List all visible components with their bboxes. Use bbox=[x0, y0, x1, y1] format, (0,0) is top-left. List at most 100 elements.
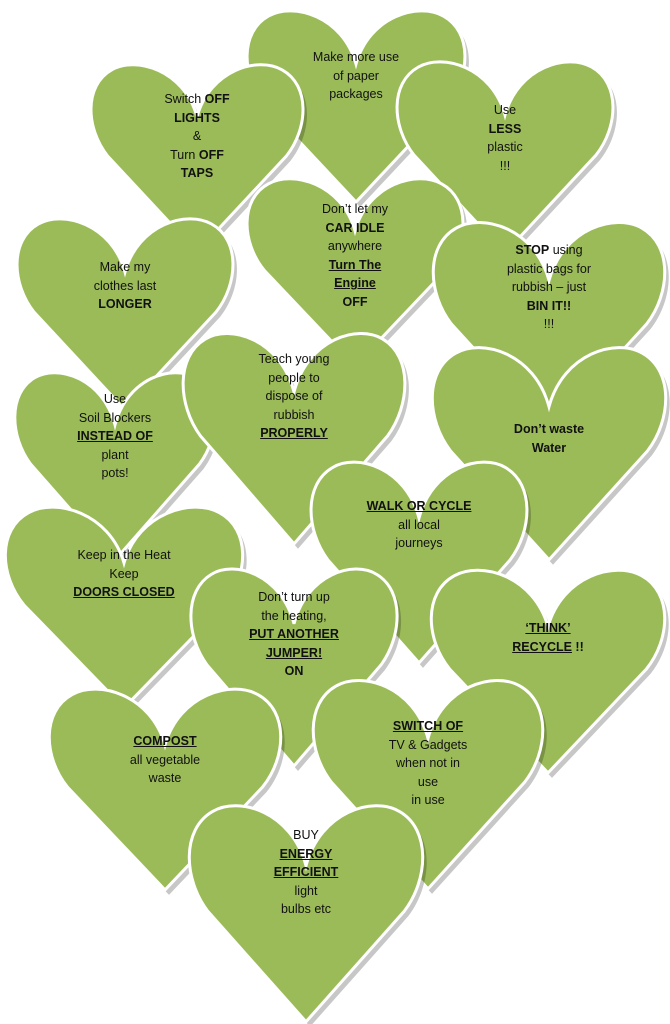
text-segment: the heating, bbox=[261, 608, 327, 623]
heart-text-line: plastic bags for bbox=[430, 260, 668, 279]
text-segment: rubbish – just bbox=[511, 280, 587, 294]
heart-text: WALK OR CYCLE all local journeys bbox=[308, 497, 530, 553]
heart-text-line: PUT ANOTHER bbox=[188, 625, 400, 644]
heart-text-line: Switch OFF bbox=[88, 90, 306, 109]
heart-text-line: Soil Blockers bbox=[12, 409, 218, 428]
heart-text-line: Keep in the Heat bbox=[2, 546, 246, 565]
text-segment: ENERGY bbox=[279, 846, 333, 861]
text-segment: all local bbox=[398, 517, 440, 532]
text-segment: use bbox=[417, 774, 439, 789]
text-segment: journeys bbox=[395, 536, 443, 550]
heart-shape bbox=[430, 346, 670, 565]
heart-text-line: BUY bbox=[186, 826, 426, 845]
heart-fill bbox=[181, 332, 407, 547]
text-segment: JUMPER! bbox=[265, 645, 323, 660]
heart-text-line: rubbish – just bbox=[430, 278, 668, 297]
heart-text-line: Don’t let my bbox=[244, 200, 466, 219]
heart-text-line: anywhere bbox=[244, 237, 466, 256]
text-segment: Teach young bbox=[258, 352, 330, 366]
text-segment: Use bbox=[493, 103, 517, 117]
text-segment: & bbox=[192, 129, 202, 143]
heart-text-line: TAPS bbox=[88, 164, 306, 183]
heart-text-line: clothes last bbox=[14, 277, 236, 296]
heart-text-line: Use bbox=[12, 390, 218, 409]
heart-text-line: Don’t turn up bbox=[188, 588, 400, 607]
text-segment: Turn bbox=[170, 147, 199, 162]
heart-shape bbox=[189, 567, 402, 771]
heart-text-line: all vegetable bbox=[46, 751, 284, 770]
heart-text-line: SWITCH OF bbox=[310, 717, 546, 736]
text-segment: LONGER bbox=[98, 297, 152, 311]
heart-text-line: BIN IT!! bbox=[430, 297, 668, 316]
text-segment: INSTEAD OF bbox=[77, 429, 153, 443]
heart-text-line: packages bbox=[244, 85, 468, 104]
heart-text-line: plant bbox=[12, 446, 218, 465]
text-segment: dispose of bbox=[265, 389, 323, 403]
text-segment: plastic bags for bbox=[506, 261, 592, 276]
heart-text-line: all local bbox=[308, 516, 530, 535]
heart-text-line: Water bbox=[429, 439, 669, 458]
heart-shape bbox=[47, 687, 285, 895]
heart-fill bbox=[245, 9, 467, 205]
heart-text-line: Use bbox=[394, 101, 616, 120]
heart-shape bbox=[311, 678, 547, 894]
text-segment: packages bbox=[329, 87, 383, 101]
heart-text-line: Make my bbox=[14, 258, 236, 277]
text-segment: Don’t waste bbox=[513, 422, 585, 436]
text-segment: rubbish bbox=[273, 407, 315, 422]
text-segment: WALK OR CYCLE bbox=[366, 499, 472, 513]
heart-text-line: WALK OR CYCLE bbox=[308, 497, 530, 516]
heart-shape bbox=[309, 460, 531, 668]
text-segment: LESS bbox=[488, 121, 522, 136]
heart-text-line: & bbox=[88, 127, 306, 146]
heart-think-recycle: ‘THINK’RECYCLE !! bbox=[428, 563, 669, 778]
heart-text-line: light bbox=[186, 882, 426, 901]
text-segment: STOP bbox=[515, 243, 550, 257]
heart-fill bbox=[47, 687, 283, 893]
heart-text-line: STOP using bbox=[430, 241, 668, 260]
heart-fill bbox=[309, 460, 529, 666]
heart-text-line: in use bbox=[310, 791, 546, 810]
heart-text-line: waste bbox=[46, 769, 284, 788]
heart-text-line: !!! bbox=[394, 157, 616, 176]
text-segment: Turn The bbox=[328, 257, 382, 272]
heart-text-line: Keep bbox=[2, 565, 246, 584]
heart-text-line: LONGER bbox=[14, 295, 236, 314]
heart-text-line: LESS bbox=[394, 120, 616, 139]
heart-text-line: bulbs etc bbox=[186, 900, 426, 919]
text-segment: anywhere bbox=[327, 239, 383, 253]
text-segment: Use bbox=[103, 392, 127, 406]
text-segment: pots! bbox=[101, 466, 129, 480]
text-segment: clothes last bbox=[93, 278, 157, 293]
heart-text: ‘THINK’RECYCLE !! bbox=[428, 619, 668, 656]
text-segment: in use bbox=[411, 793, 445, 807]
heart-text-line: of paper bbox=[244, 67, 468, 86]
heart-text-line: people to bbox=[180, 369, 408, 388]
heart-text-line: Turn The bbox=[244, 256, 466, 275]
heart-text-line: Make more use bbox=[244, 48, 468, 67]
text-segment: Keep bbox=[109, 566, 139, 581]
heart-fill bbox=[429, 568, 667, 776]
heart-text-line: OFF bbox=[244, 293, 466, 312]
heart-text-line: CAR IDLE bbox=[244, 219, 466, 238]
heart-text-line: TV & Gadgets bbox=[310, 736, 546, 755]
text-segment: Soil Blockers bbox=[78, 410, 152, 425]
heart-text-line: JUMPER! bbox=[188, 644, 400, 663]
text-segment: CAR IDLE bbox=[325, 220, 385, 235]
